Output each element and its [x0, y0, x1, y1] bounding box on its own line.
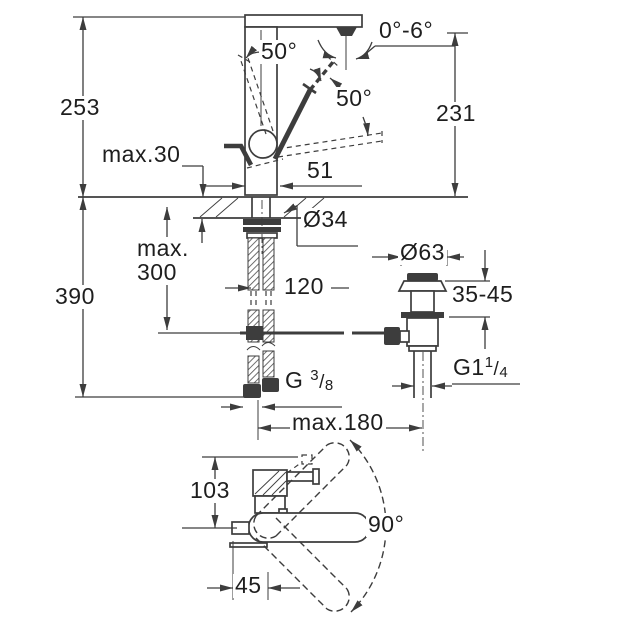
dim-aerator-tilt: 0°-6°: [377, 17, 436, 43]
dim-supply-thread: G 3/8: [283, 367, 336, 394]
supply-thread-prefix: G: [285, 367, 304, 393]
waste-thread-prefix: G1: [453, 354, 485, 380]
dim-waste-thread: G11/4: [451, 354, 511, 381]
dim-drain-flange-diameter: Ø63: [398, 239, 447, 265]
supply-thread-numerator: 3: [310, 367, 320, 384]
dim-drain-deck-range: 35-45: [450, 281, 516, 307]
dim-drain-offset: max.180: [290, 409, 386, 435]
waste-thread-slash: /: [493, 359, 500, 380]
dim-swivel-angle: 90°: [366, 511, 407, 537]
drain-valve-view: [372, 250, 520, 452]
dim-total-height: 253: [58, 94, 102, 120]
dim-spout-reach: 103: [188, 477, 232, 503]
dim-body-depth: 51: [305, 157, 336, 183]
dim-below-deck-depth: 390: [53, 283, 97, 309]
supply-thread-denominator: 8: [324, 377, 334, 394]
dim-hose-length: 120: [282, 273, 326, 299]
dim-deck-thickness: max.30: [100, 141, 183, 167]
dim-mounting-hole: Ø34: [301, 206, 350, 232]
waste-thread-denominator: 4: [499, 364, 509, 381]
supply-thread-slash: /: [319, 372, 325, 393]
top-view: [182, 439, 387, 613]
dim-hose-clearance: max. 300: [135, 235, 191, 285]
waste-thread-numerator: 1: [484, 354, 494, 371]
dim-hose-clearance-line2: 300: [137, 258, 177, 285]
dim-handle-angle-up: 50°: [259, 38, 300, 64]
side-view: [73, 14, 468, 440]
dim-spout-height: 231: [434, 100, 478, 126]
dim-spout-to-center: 45: [233, 572, 264, 598]
dim-hose-clearance-line1: max.: [137, 235, 189, 261]
dim-handle-angle-fwd: 50°: [334, 85, 375, 111]
